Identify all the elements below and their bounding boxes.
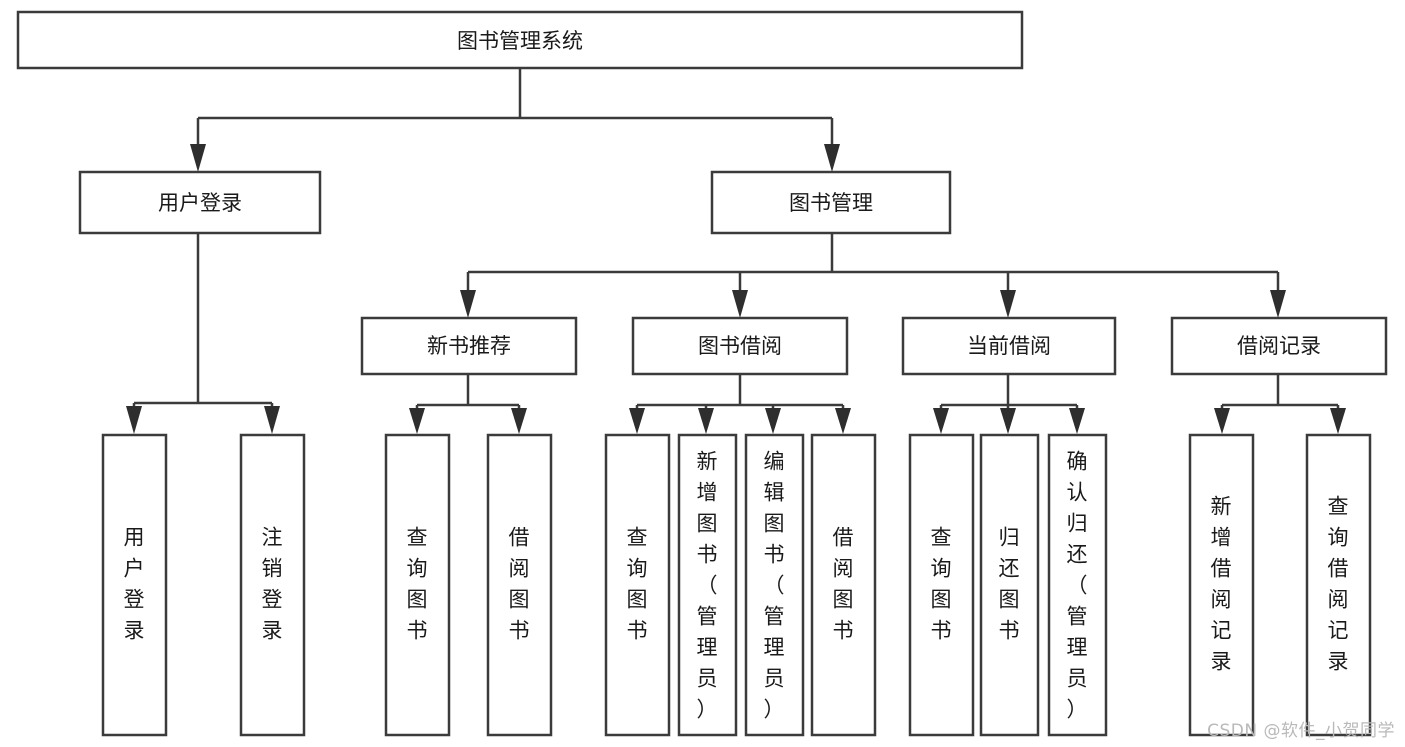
node-root-label: 图书管理系统 <box>457 29 583 53</box>
leaf-return-book-box[interactable] <box>979 433 1040 737</box>
node-book-borrow-box[interactable] <box>631 316 849 376</box>
leaf-borrow-book-2-box[interactable] <box>810 433 877 737</box>
node-borrow-record-box[interactable] <box>1170 316 1388 376</box>
leaf-query-book-1-label: 查询图书 <box>407 526 428 643</box>
edge-group-book-manage <box>460 233 1286 318</box>
node-current-borrow-label: 当前借阅 <box>967 334 1051 358</box>
node-book-borrow-label: 图书借阅 <box>698 334 782 358</box>
leaf-user-logout-label: 注销登录 <box>262 526 283 643</box>
leaf-query-book-1-box[interactable] <box>384 433 451 737</box>
leaf-add-record-label: 新增借阅记录 <box>1211 495 1232 674</box>
edge-group-current-borrow <box>933 374 1085 434</box>
leaf-query-book-3-label: 查询图书 <box>931 526 952 643</box>
node-user-login-box[interactable] <box>78 170 322 235</box>
leaf-return-book-label: 归还图书 <box>999 526 1020 643</box>
arrow-head-leaf-add-book <box>698 408 714 434</box>
leaf-add-record-box[interactable] <box>1188 433 1255 737</box>
leaf-user-login-box[interactable] <box>101 433 168 737</box>
node-book-manage[interactable]: 图书管理 <box>710 170 952 235</box>
leaf-confirm-return-box[interactable] <box>1047 433 1108 737</box>
edge-group-book-borrow <box>629 374 851 434</box>
arrow-head-book-borrow <box>732 290 748 318</box>
csdn-watermark: CSDN @软件_小贺同学 <box>1207 721 1395 741</box>
node-book-borrow[interactable]: 图书借阅 <box>631 316 849 376</box>
arrow-head-leaf-add-record <box>1214 408 1230 434</box>
leaf-query-book-3[interactable]: 查询图书 <box>908 433 975 737</box>
leaf-edit-book[interactable]: 编辑图书（管理员） <box>744 433 805 737</box>
edge-group-user-login <box>126 233 280 434</box>
leaf-add-book[interactable]: 新增图书（管理员） <box>677 433 738 737</box>
arrow-head-leaf-query-book-2 <box>629 408 645 434</box>
arrow-head-leaf-borrow-book-2 <box>835 408 851 434</box>
leaf-borrow-book-1-box[interactable] <box>486 433 553 737</box>
leaf-user-login-label: 用户登录 <box>124 526 145 643</box>
arrow-head-user-login <box>190 144 206 172</box>
arrow-head-current-borrow <box>1000 290 1016 318</box>
leaf-add-record[interactable]: 新增借阅记录 <box>1188 433 1255 737</box>
node-new-book-rec-box[interactable] <box>360 316 578 376</box>
node-current-borrow[interactable]: 当前借阅 <box>901 316 1117 376</box>
node-book-manage-box[interactable] <box>710 170 952 235</box>
leaf-borrow-book-2[interactable]: 借阅图书 <box>810 433 877 737</box>
leaf-query-record-label: 查询借阅记录 <box>1328 495 1349 674</box>
leaf-query-record-box[interactable] <box>1305 433 1372 737</box>
leaf-confirm-return[interactable]: 确认归还（管理员） <box>1047 433 1108 737</box>
node-root-box[interactable] <box>16 10 1024 70</box>
arrow-head-new-book-rec <box>460 290 476 318</box>
node-borrow-record[interactable]: 借阅记录 <box>1170 316 1388 376</box>
node-user-login-label: 用户登录 <box>158 191 242 215</box>
leaf-query-book-2-label: 查询图书 <box>627 526 648 643</box>
leaf-edit-book-box[interactable] <box>744 433 805 737</box>
leaf-query-book-3-box[interactable] <box>908 433 975 737</box>
arrow-head-leaf-user-logout <box>264 406 280 434</box>
arrow-head-leaf-user-login <box>126 406 142 434</box>
leaf-add-book-box[interactable] <box>677 433 738 737</box>
node-root[interactable]: 图书管理系统 <box>16 10 1024 70</box>
arrow-head-leaf-query-record <box>1330 408 1346 434</box>
leaf-query-book-2[interactable]: 查询图书 <box>604 433 671 737</box>
node-current-borrow-box[interactable] <box>901 316 1117 376</box>
node-new-book-rec-label: 新书推荐 <box>427 334 511 358</box>
leaf-query-book-1[interactable]: 查询图书 <box>384 433 451 737</box>
arrow-head-leaf-query-book-3 <box>933 408 949 434</box>
arrow-head-borrow-record <box>1270 290 1286 318</box>
arrow-head-leaf-borrow-book-1 <box>511 408 527 434</box>
node-borrow-record-label: 借阅记录 <box>1237 334 1321 358</box>
leaf-user-logout[interactable]: 注销登录 <box>239 433 306 737</box>
node-book-manage-label: 图书管理 <box>789 191 873 215</box>
leaf-borrow-book-1-label: 借阅图书 <box>509 526 530 643</box>
arrow-head-book-manage <box>824 144 840 172</box>
leaf-edit-book-label: 编辑图书（管理员） <box>764 450 785 722</box>
arrow-head-leaf-confirm-return <box>1069 408 1085 434</box>
leaf-confirm-return-label: 确认归还（管理员） <box>1067 450 1088 722</box>
node-user-login[interactable]: 用户登录 <box>78 170 322 235</box>
leaf-user-login[interactable]: 用户登录 <box>101 433 168 737</box>
arrow-head-leaf-edit-book <box>765 408 781 434</box>
leaf-query-record[interactable]: 查询借阅记录 <box>1305 433 1372 737</box>
edge-group-borrow-record <box>1214 374 1346 434</box>
leaf-add-book-label: 新增图书（管理员） <box>697 450 718 722</box>
leaf-return-book[interactable]: 归还图书 <box>979 433 1040 737</box>
node-new-book-rec[interactable]: 新书推荐 <box>360 316 578 376</box>
leaf-query-book-2-box[interactable] <box>604 433 671 737</box>
arrow-head-leaf-query-book-1 <box>409 408 425 434</box>
edge-group-root <box>190 68 840 172</box>
arrow-head-leaf-return-book <box>1000 408 1016 434</box>
leaf-borrow-book-2-label: 借阅图书 <box>833 526 854 643</box>
edge-group-new-book-rec <box>409 374 527 434</box>
leaf-user-logout-box[interactable] <box>239 433 306 737</box>
leaf-borrow-book-1[interactable]: 借阅图书 <box>486 433 553 737</box>
